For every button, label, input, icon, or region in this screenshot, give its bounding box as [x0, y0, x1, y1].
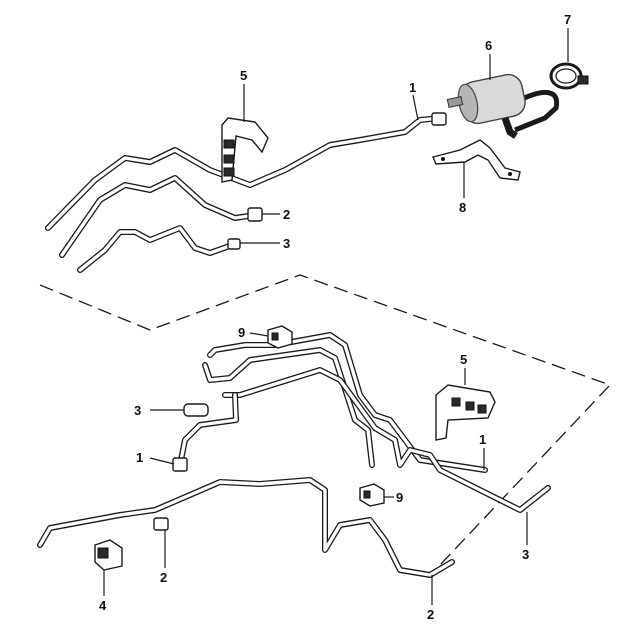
callout-bottom-9-upper: 9	[238, 325, 245, 340]
pipe-2-union-nut	[247, 207, 263, 222]
filter-bracket-8	[432, 139, 521, 181]
callout-top-8: 8	[459, 200, 466, 215]
callout-bottom-1-left: 1	[136, 450, 143, 465]
bottom-pipe-clamp-5	[435, 384, 496, 441]
pipe-3-union-nut	[227, 238, 241, 250]
callout-bottom-9-lower: 9	[396, 490, 403, 505]
section-divider-dashed	[39, 274, 612, 566]
fuel-filter-6	[446, 73, 560, 139]
bottom-fuel-pipe-assembly	[37, 332, 551, 578]
callout-top-2: 2	[283, 207, 290, 222]
callout-top-3: 3	[283, 236, 290, 251]
top-fuel-pipe-2	[59, 175, 258, 258]
top-pipe-clamp-5	[221, 117, 269, 183]
pipe-clip-9-lower	[359, 483, 385, 507]
callout-top-6: 6	[485, 38, 492, 53]
callout-bottom-2-left: 2	[160, 570, 167, 585]
callout-bottom-1-right: 1	[479, 432, 486, 447]
callout-top-1: 1	[409, 80, 416, 95]
callout-bottom-3-right: 3	[522, 547, 529, 562]
callout-bottom-4: 4	[99, 598, 107, 613]
bottom-pipe-3-union-nut	[183, 403, 209, 417]
bottom-pipe-1-union-nut	[172, 457, 188, 472]
pipe-clip-9-upper	[267, 325, 293, 349]
pipe-mount-4	[94, 539, 123, 571]
bottom-fuel-pipe-mid	[202, 347, 375, 468]
bottom-fuel-pipe-lower	[222, 367, 551, 513]
top-fuel-pipe-assembly	[45, 112, 447, 273]
top-fuel-pipe-3	[77, 225, 238, 273]
callout-bottom-5: 5	[460, 352, 467, 367]
callout-top-7: 7	[564, 12, 571, 27]
hose-clamp-7	[549, 62, 589, 90]
callout-bottom-2-right: 2	[427, 607, 434, 622]
bottom-pipe-2-union-nut	[153, 517, 169, 531]
callout-top-5: 5	[240, 68, 247, 83]
callout-bottom-3-left: 3	[134, 403, 141, 418]
pipe-1-union-nut	[431, 112, 447, 126]
